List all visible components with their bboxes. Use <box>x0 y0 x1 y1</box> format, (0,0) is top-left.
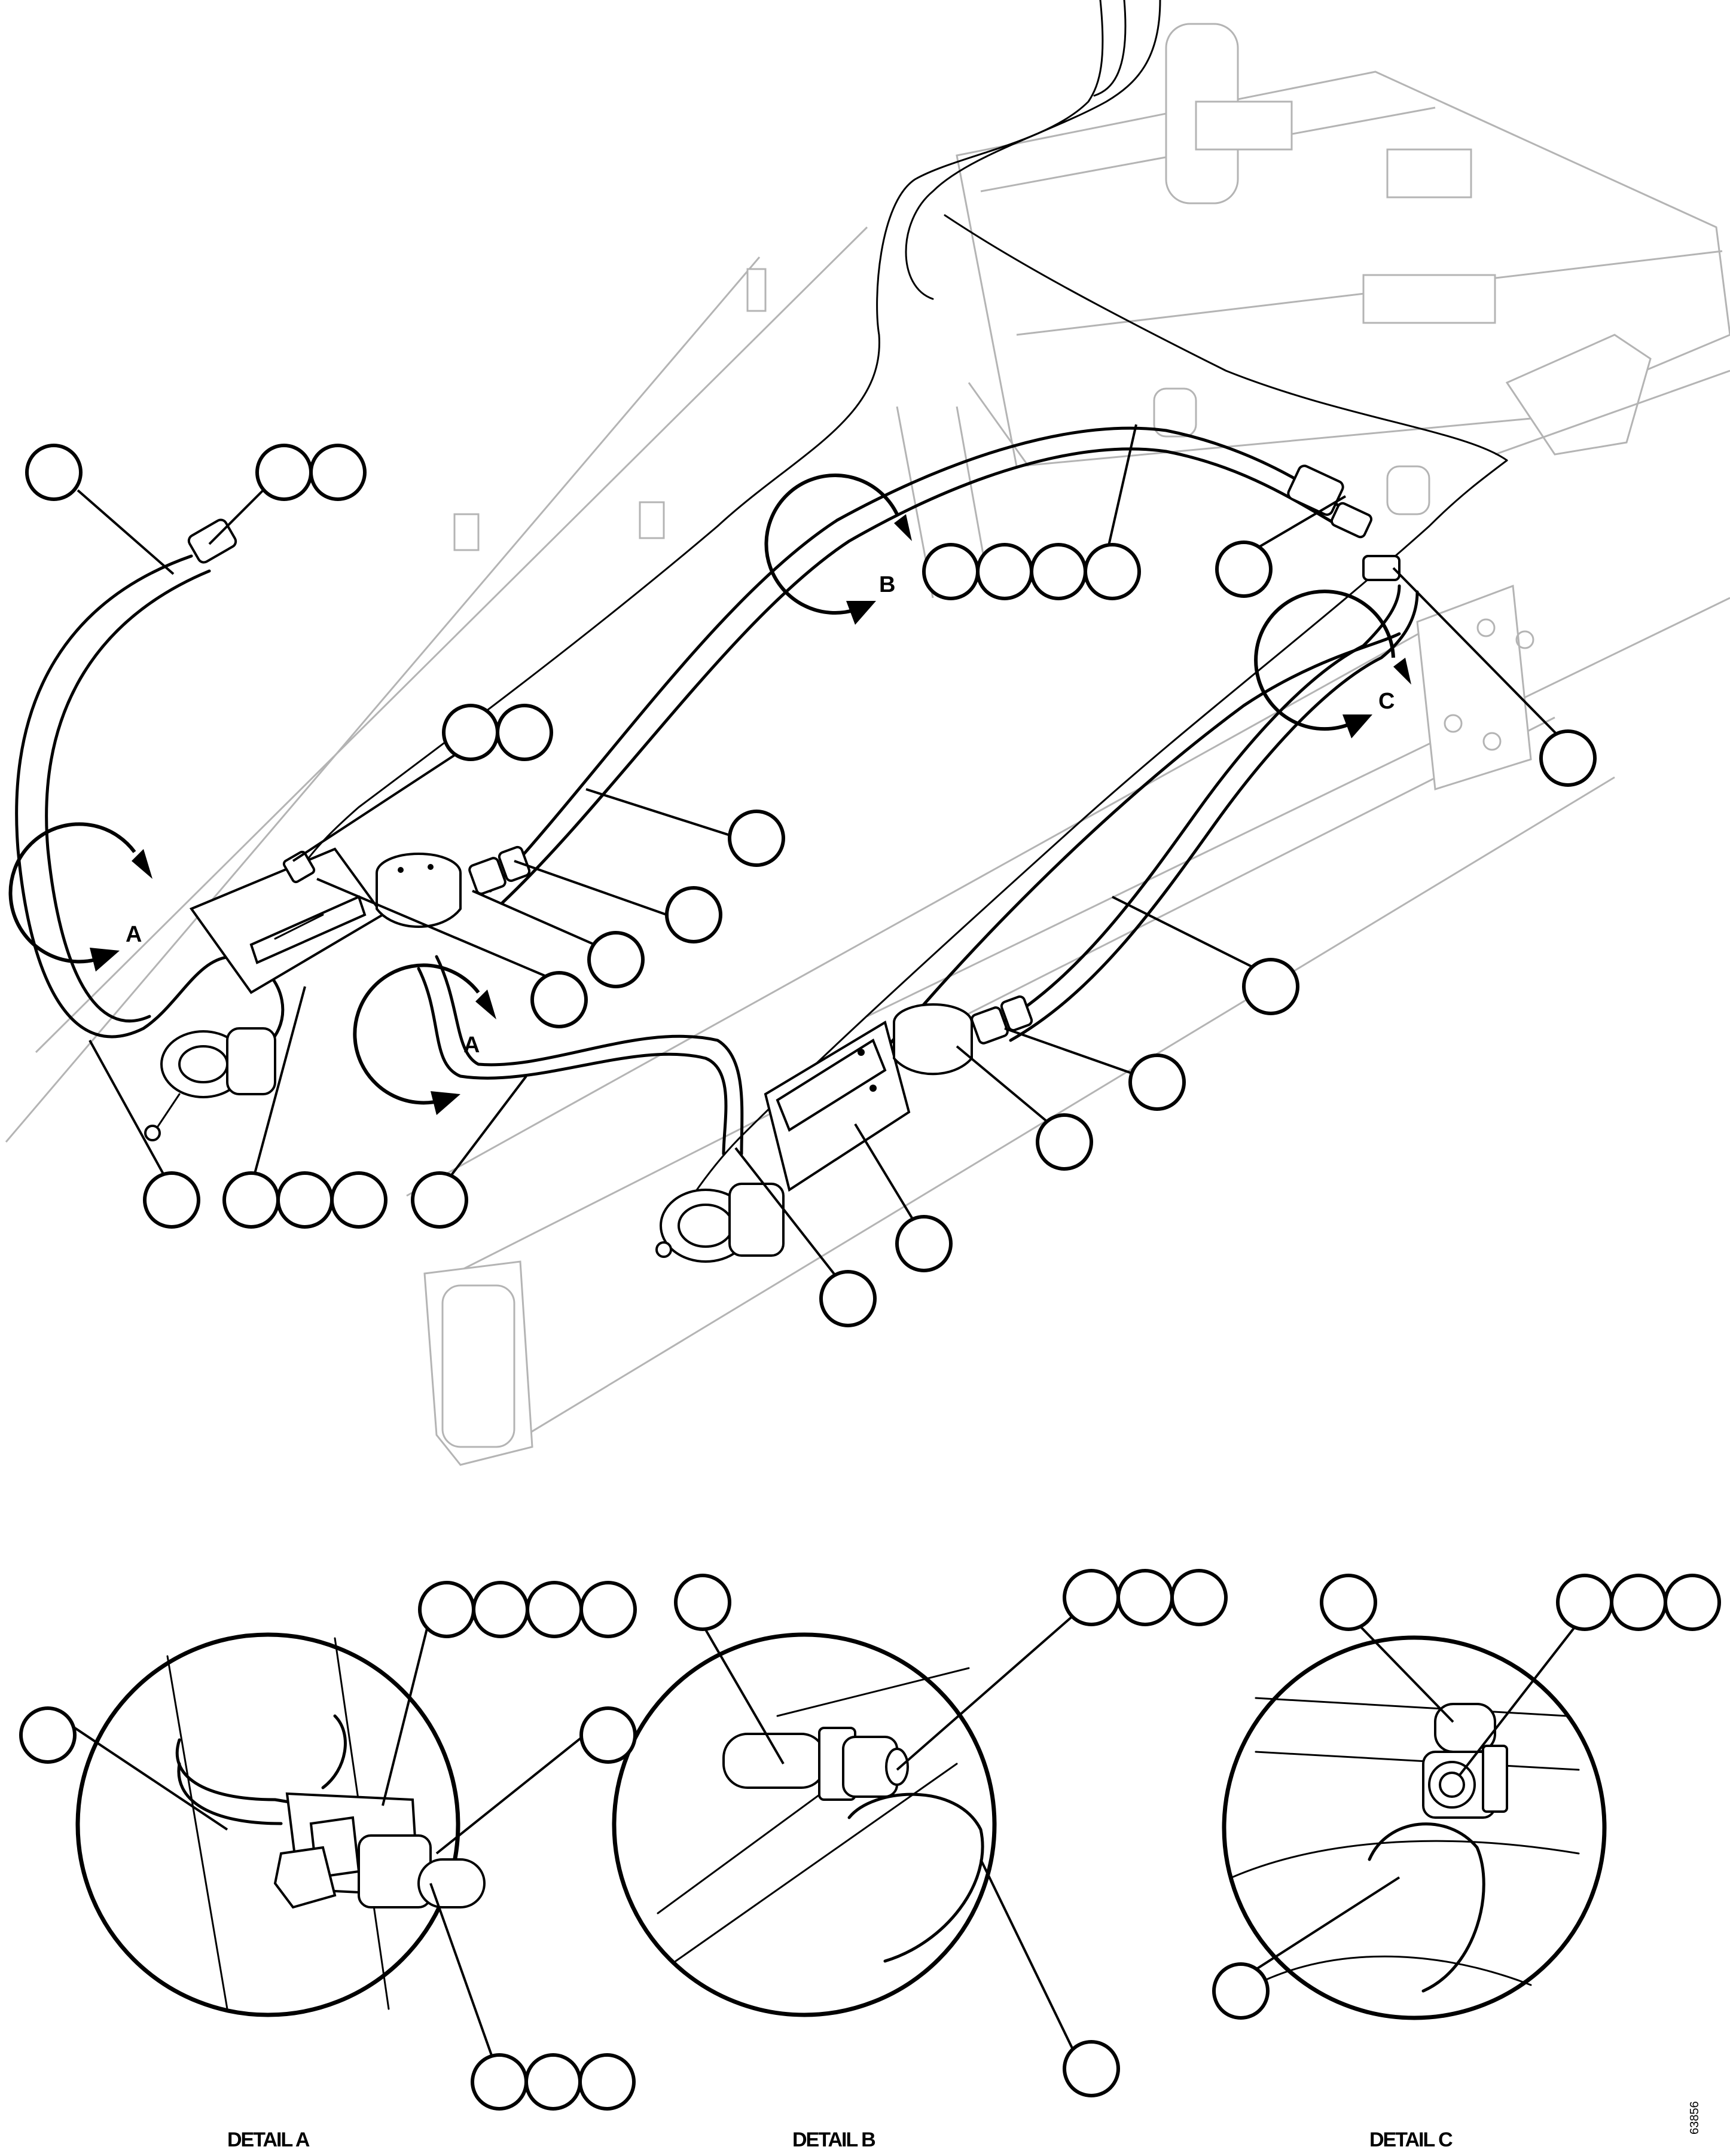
hose-routing <box>15 0 1508 1245</box>
detail-a-caption: DETAIL A <box>227 2128 310 2151</box>
callout-bubble <box>578 2053 636 2111</box>
components <box>144 465 1401 1263</box>
callout-bubble <box>411 1171 468 1229</box>
view-circle-c <box>1254 590 1395 731</box>
callout-bubble <box>1556 1574 1613 1631</box>
detail-c-caption: DETAIL C <box>1369 2128 1453 2151</box>
callout-bubbles-main <box>25 444 1597 1327</box>
callout-bubbles-details <box>19 1569 1721 2111</box>
detail-b-caption: DETAIL B <box>792 2128 875 2151</box>
callout-bubble <box>25 444 83 501</box>
callout-bubble <box>1116 1569 1174 1626</box>
figure-id: 63856 <box>1688 2101 1701 2134</box>
callout-bubble <box>976 543 1033 600</box>
detail-leader-lines <box>65 1601 1586 2069</box>
callout-bubble <box>674 1574 731 1631</box>
callout-bubble <box>1128 1053 1186 1111</box>
callout-bubble <box>895 1215 953 1272</box>
callout-bubble <box>472 1581 529 1638</box>
callout-bubble <box>579 1706 637 1764</box>
callout-bubble <box>1036 1113 1093 1171</box>
motor-right <box>655 1183 785 1263</box>
callout-bubble <box>1063 2040 1120 2097</box>
callout-bubble <box>330 1171 388 1229</box>
valve-block-right <box>764 1020 911 1192</box>
callout-bubble <box>579 1581 637 1638</box>
callout-bubble <box>1664 1574 1721 1631</box>
callout-bubble <box>143 1171 200 1229</box>
view-label-c: C <box>1378 689 1395 714</box>
check-valve-right <box>893 1003 973 1076</box>
view-label-a-center: A <box>463 1033 480 1058</box>
view-circle-a-left <box>8 822 136 964</box>
view-label-b: B <box>879 572 895 597</box>
callout-bubble <box>1242 958 1299 1015</box>
callout-bubble <box>442 704 499 761</box>
callout-bubble <box>471 2053 528 2111</box>
callout-bubble <box>1320 1574 1377 1631</box>
callout-bubble <box>1063 1569 1120 1626</box>
detail-b <box>612 1632 997 2017</box>
callout-bubble <box>1084 543 1141 600</box>
leader-lines <box>77 424 1568 1287</box>
callout-bubble <box>1215 540 1273 598</box>
callout-bubble <box>524 2053 582 2111</box>
callout-bubble <box>1030 543 1087 600</box>
callout-bubble <box>309 444 367 501</box>
chassis-frame <box>5 23 1730 1466</box>
callout-bubble <box>728 810 785 867</box>
callout-bubble <box>1212 1962 1270 2020</box>
callout-bubble <box>1170 1569 1228 1626</box>
view-callouts: A A B C <box>8 474 1411 1115</box>
callout-bubble <box>19 1706 77 1764</box>
callout-bubble <box>418 1581 475 1638</box>
callout-bubble <box>665 886 722 943</box>
callout-bubble <box>922 543 980 600</box>
callout-bubble <box>1610 1574 1667 1631</box>
detail-a <box>75 1632 486 2017</box>
callout-bubble <box>819 1270 877 1327</box>
callout-bubble <box>222 1171 280 1229</box>
callout-bubble <box>530 971 588 1028</box>
detail-c <box>1222 1635 1607 2020</box>
callout-bubble <box>276 1171 334 1229</box>
callout-bubble <box>1539 729 1597 787</box>
callout-bubble <box>255 444 313 501</box>
callout-bubble <box>526 1581 583 1638</box>
view-label-a-left: A <box>126 922 142 947</box>
view-circle-a-center <box>353 963 480 1105</box>
check-valve-left <box>376 853 462 928</box>
view-circle-b <box>764 474 899 615</box>
motor-left <box>144 1027 276 1141</box>
callout-bubble <box>587 931 645 988</box>
callout-bubble <box>496 704 553 761</box>
